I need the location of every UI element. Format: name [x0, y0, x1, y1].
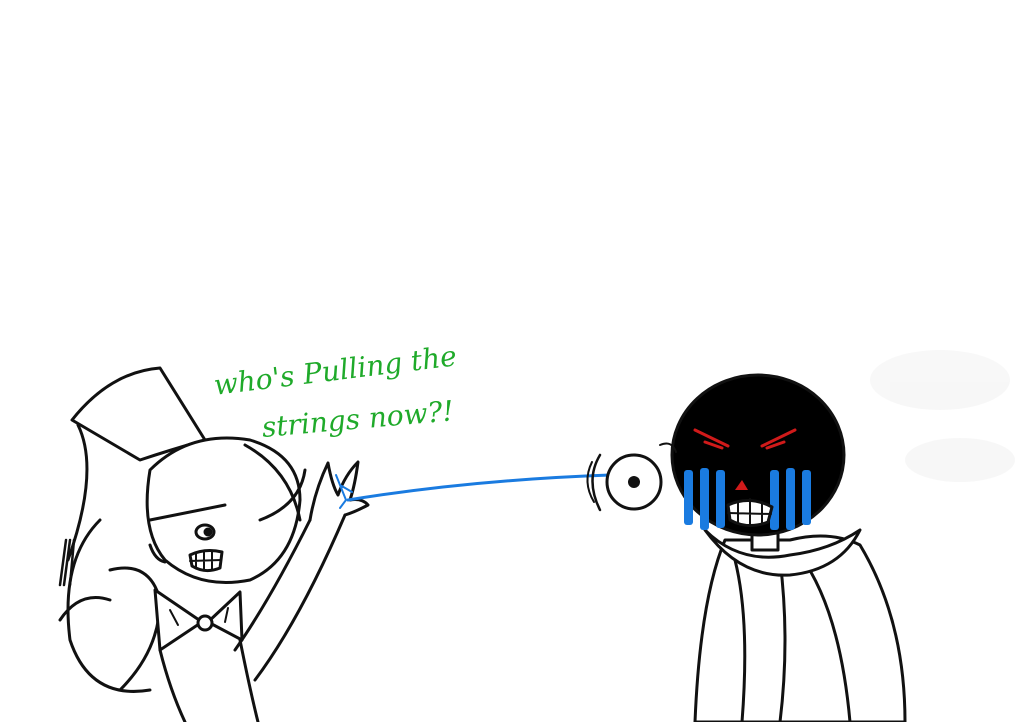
pulled-eyeball [586, 442, 677, 512]
angry-brow [148, 503, 227, 522]
skeleton-nose [735, 480, 748, 490]
angry-eyes [693, 428, 797, 450]
puppeteer-head [145, 436, 302, 584]
puppeteer-hand [308, 460, 370, 522]
skeleton-character [670, 373, 907, 722]
puppeteer-character [58, 366, 370, 722]
fez-hat [70, 366, 207, 462]
cloak [693, 534, 907, 722]
background-smudge [870, 350, 1015, 482]
puppeteer-eye [194, 523, 216, 541]
raised-arm [233, 513, 347, 682]
puppet-string [335, 473, 612, 509]
scarf [703, 528, 862, 577]
skeleton-head [670, 373, 846, 537]
blue-tears [684, 468, 811, 530]
